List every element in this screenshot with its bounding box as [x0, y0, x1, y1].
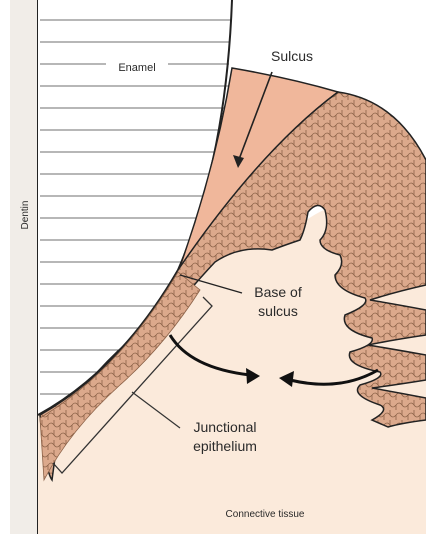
- junctional-label-line2: epithelium: [193, 438, 257, 454]
- enamel-label: Enamel: [118, 62, 155, 74]
- dentin-layer: [10, 0, 38, 534]
- base-of-sulcus-label-line1: Base of: [254, 284, 302, 300]
- connective-tissue-label: Connective tissue: [226, 509, 305, 520]
- sulcus-label: Sulcus: [271, 48, 313, 64]
- base-of-sulcus-label-line2: sulcus: [258, 303, 298, 319]
- dentin-label: Dentin: [20, 201, 31, 230]
- junctional-label-line1: Junctional: [193, 419, 256, 435]
